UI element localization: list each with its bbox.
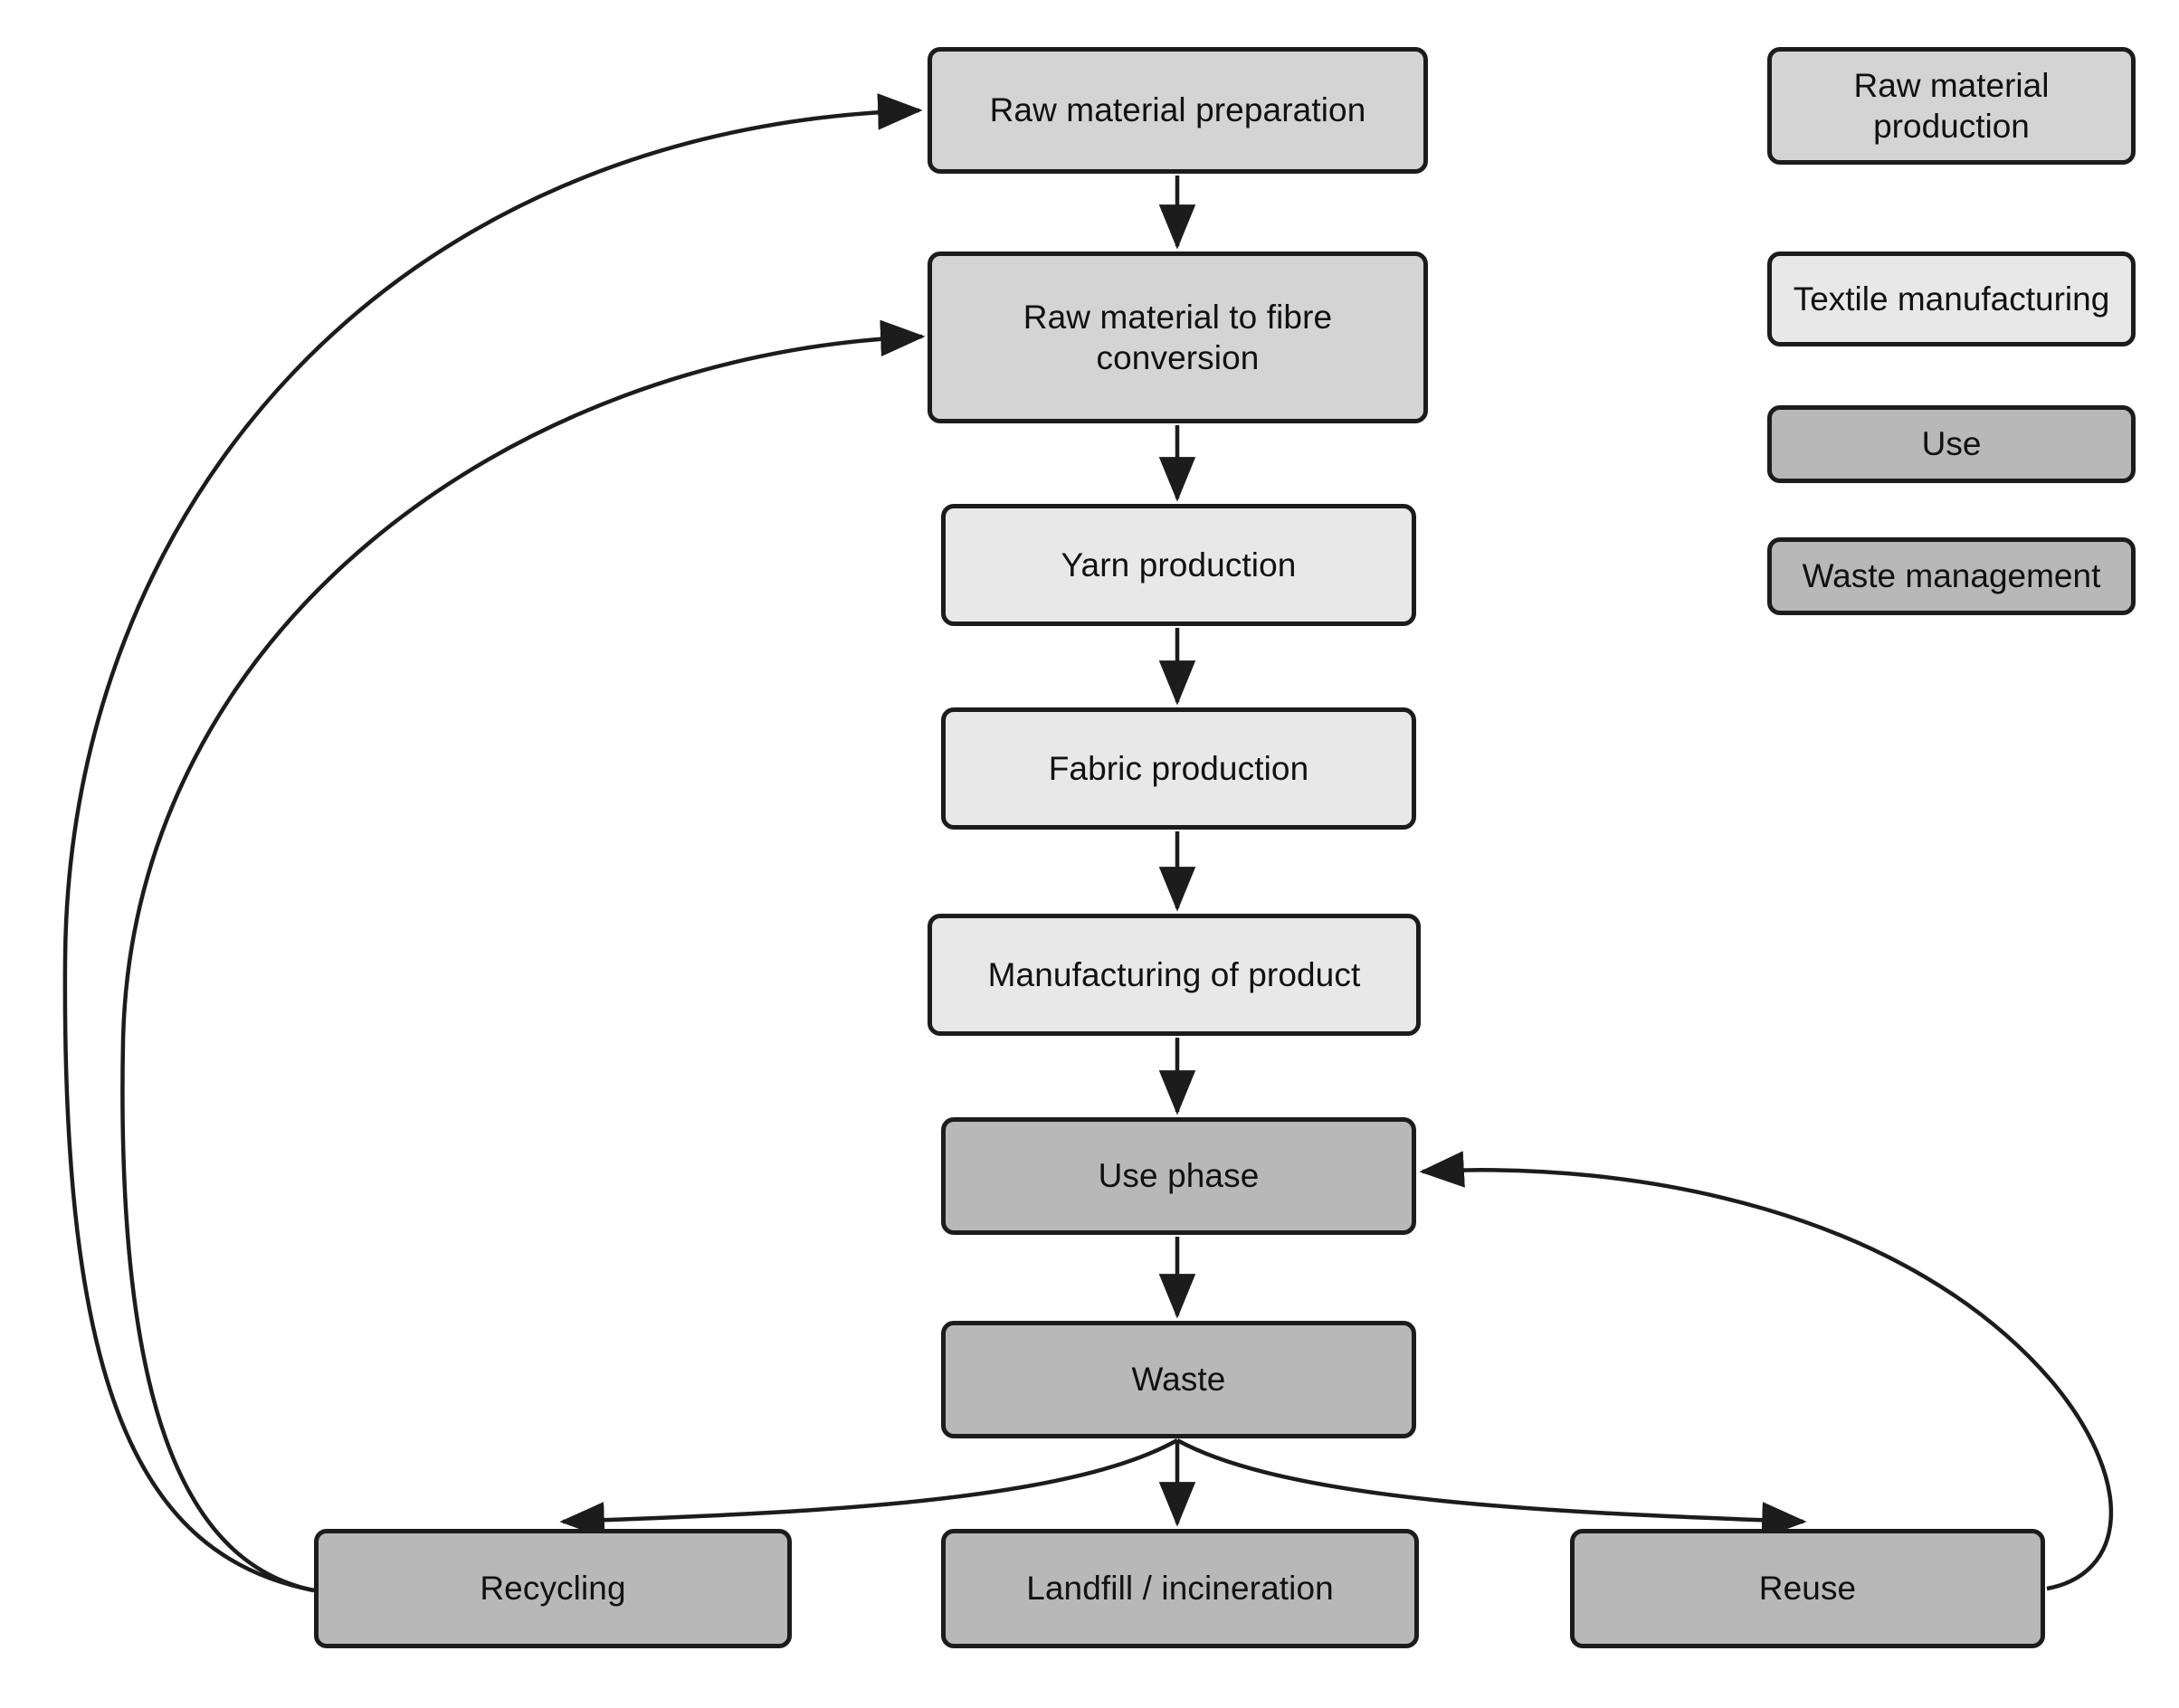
node-yarn-production[interactable]: Yarn production (941, 504, 1416, 626)
node-reuse[interactable]: Reuse (1570, 1529, 2045, 1648)
legend-label: Use (1921, 425, 1982, 463)
node-recycling[interactable]: Recycling (314, 1529, 792, 1648)
node-label: Use phase (1098, 1157, 1260, 1195)
edge-recycling-to-raw-prep (62, 93, 923, 1593)
legend-item-textile-manufacturing: Textile manufacturing (1767, 251, 2136, 346)
edge-waste-to-recycling (559, 1438, 1179, 1539)
node-raw-material-preparation[interactable]: Raw material preparation (928, 47, 1428, 174)
legend-label: Textile manufacturing (1793, 280, 2110, 318)
edge-recycling-to-fibre-conversion (120, 319, 926, 1593)
node-label: Manufacturing of product (987, 955, 1361, 993)
node-label: Landfill / incineration (1026, 1570, 1334, 1608)
node-raw-material-to-fibre-conversion[interactable]: Raw material to fibre conversion (928, 251, 1428, 423)
node-label: Reuse (1758, 1570, 1857, 1608)
legend-item-raw-material-production: Raw material production (1767, 47, 2136, 165)
node-fabric-production[interactable]: Fabric production (941, 707, 1416, 830)
node-landfill-incineration[interactable]: Landfill / incineration (941, 1529, 1419, 1648)
edge-waste-to-reuse (1175, 1438, 1807, 1539)
legend-label: Waste management (1802, 557, 2101, 595)
legend-label: Raw material production (1853, 66, 2050, 145)
edge-reuse-to-use-phase (1419, 1151, 2114, 1591)
legend-item-use: Use (1767, 405, 2136, 483)
node-waste[interactable]: Waste (941, 1321, 1416, 1438)
legend-item-waste-management: Waste management (1767, 537, 2136, 615)
node-label: Waste (1131, 1361, 1226, 1399)
node-manufacturing-of-product[interactable]: Manufacturing of product (928, 914, 1421, 1036)
node-label: Fabric production (1048, 749, 1309, 787)
node-use-phase[interactable]: Use phase (941, 1117, 1416, 1235)
node-label: Recycling (480, 1570, 626, 1608)
node-label: Yarn production (1061, 546, 1297, 584)
node-label: Raw material preparation (989, 91, 1366, 129)
node-label: Raw material to fibre conversion (1023, 298, 1333, 376)
